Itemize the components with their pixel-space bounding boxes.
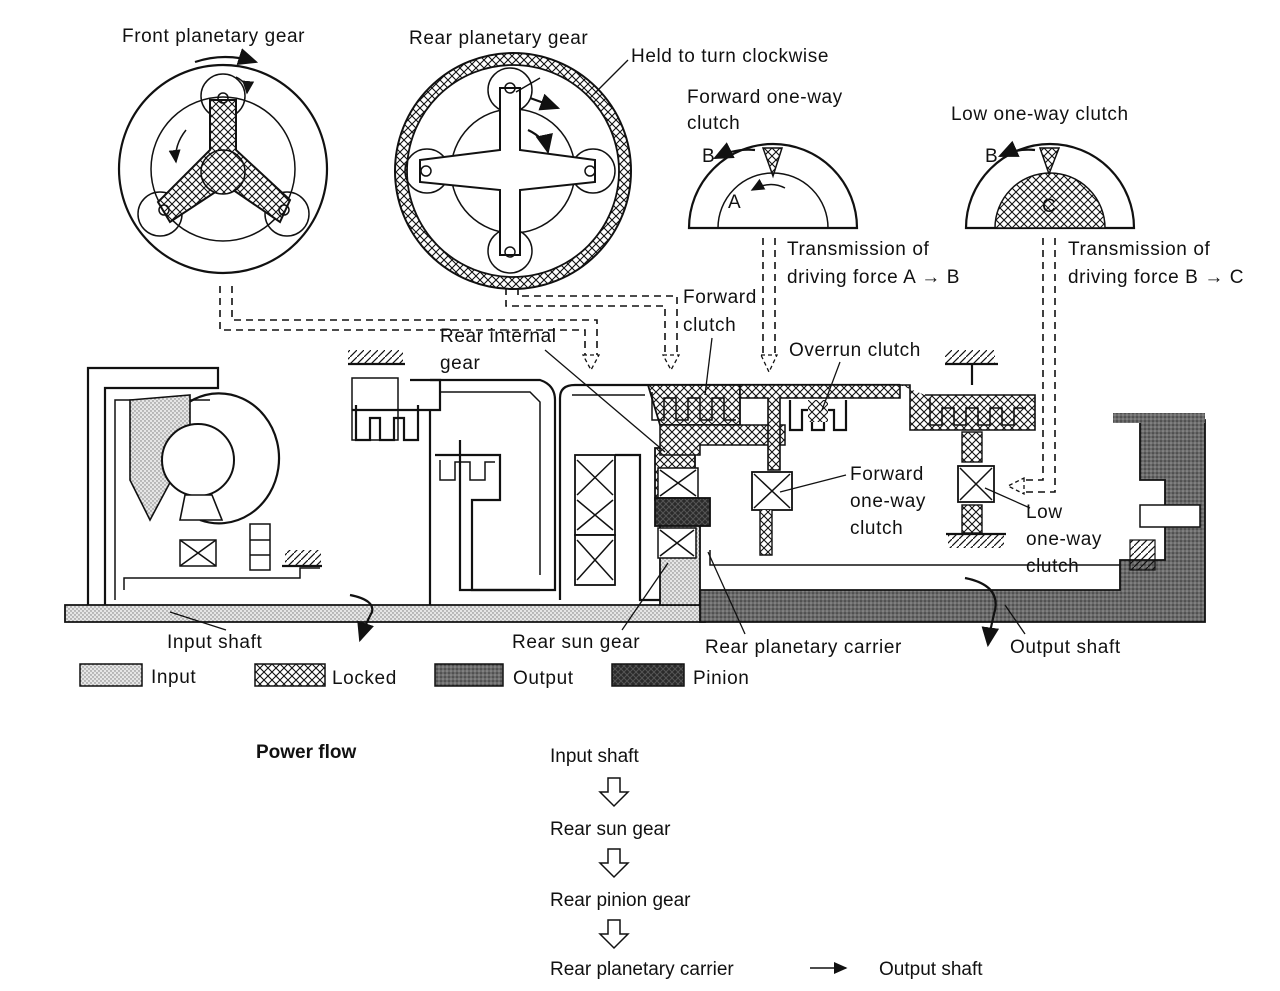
forward-oneway-line3: clutch (850, 518, 903, 539)
legend-label-locked: Locked (332, 668, 397, 689)
transmission-ab-line2: driving force A → B (787, 267, 960, 288)
transmission-ab-line1: Transmission of (787, 239, 930, 260)
input-shaft-leader (169, 611, 227, 631)
low-oneway-leader (984, 487, 1031, 509)
letter-b-forward: B (702, 146, 715, 167)
input-shaft-label: Input shaft (167, 632, 262, 653)
letter-a-forward: A (728, 192, 741, 213)
down-arrow-icon (598, 777, 630, 808)
rear-planetary-carrier-leader (707, 551, 746, 635)
low-oneway-line1: Low (1026, 502, 1063, 523)
rear-internal-gear-leader (544, 349, 666, 453)
held-note: Held to turn clockwise (631, 46, 829, 67)
forward-clutch-label: Forward clutch (683, 287, 763, 336)
down-arrow-icon (598, 919, 630, 950)
legend-swatch-pinion (611, 663, 685, 687)
power-flow-title: Power flow (256, 742, 357, 763)
forward-oneway-clutch-detail (687, 142, 859, 230)
low-oneway-line3: clutch (1026, 556, 1079, 577)
low-oneway-label: Low one-way clutch (1026, 502, 1108, 577)
low-oneway-line2: one-way (1026, 529, 1102, 550)
legend-label-input: Input (151, 667, 196, 688)
rear-planetary-carrier-label: Rear planetary carrier (705, 637, 902, 658)
forward-oneway-title-line1: Forward one-way (687, 87, 843, 108)
legend-label-output: Output (513, 668, 574, 689)
power-flow-step-2: Rear sun gear (550, 819, 671, 840)
power-flow-step-4: Rear planetary carrier (550, 959, 734, 980)
legend-swatch-locked (254, 663, 326, 687)
low-oneway-clutch-title: Low one-way clutch (951, 104, 1129, 125)
overrun-clutch-leader (821, 361, 841, 411)
forward-oneway-line2: one-way (850, 491, 926, 512)
rear-sun-gear-leader (621, 562, 669, 631)
rear-planetary-gear-label: Rear planetary gear (409, 28, 588, 49)
output-shaft-label: Output shaft (1010, 637, 1121, 658)
forward-clutch-leader (704, 337, 713, 396)
legend-label-pinion: Pinion (693, 668, 749, 689)
front-planetary-gear (117, 48, 329, 275)
power-flow: Power flow Input shaft Rear sun gear Rea… (256, 742, 983, 980)
forward-oneway-line1: Forward (850, 464, 924, 485)
low-oneway-clutch-detail (964, 140, 1136, 230)
dashed-links (219, 238, 1056, 496)
down-arrow-icon (598, 848, 630, 879)
front-planetary-gear-label: Front planetary gear (122, 26, 305, 47)
letter-c-low: C (1042, 196, 1056, 217)
transmission-bc-line2: driving force B → C (1068, 267, 1244, 288)
forward-clutch-label-line1: Forward (683, 287, 757, 308)
rear-internal-gear-line1: Rear internal (440, 326, 557, 347)
transmission-section (64, 350, 1206, 648)
rear-planetary-gear (394, 52, 632, 290)
overrun-clutch-label: Overrun clutch (789, 340, 921, 361)
forward-oneway-clutch-title: Forward one-way clutch (687, 87, 849, 134)
output-shaft-leader (1004, 604, 1026, 635)
held-note-leader (593, 59, 629, 95)
rear-sun-gear-label: Rear sun gear (512, 632, 640, 653)
forward-oneway-title-line2: clutch (687, 113, 740, 134)
power-flow-step-3: Rear pinion gear (550, 890, 691, 911)
forward-oneway-label: Forward one-way clutch (850, 464, 932, 539)
legend-swatch-output (434, 663, 504, 687)
letter-b-low: B (985, 146, 998, 167)
transmission-bc-line1: Transmission of (1068, 239, 1211, 260)
rear-internal-gear-line2: gear (440, 353, 481, 374)
legend: Input Locked Output Pinion (79, 663, 749, 689)
power-flow-final: Output shaft (879, 959, 983, 980)
forward-clutch-label-line2: clutch (683, 315, 736, 336)
forward-oneway-leader (779, 474, 847, 493)
power-flow-step-1: Input shaft (550, 746, 639, 767)
rear-internal-gear-label: Rear internal gear (440, 326, 562, 374)
legend-swatch-input (79, 663, 143, 687)
